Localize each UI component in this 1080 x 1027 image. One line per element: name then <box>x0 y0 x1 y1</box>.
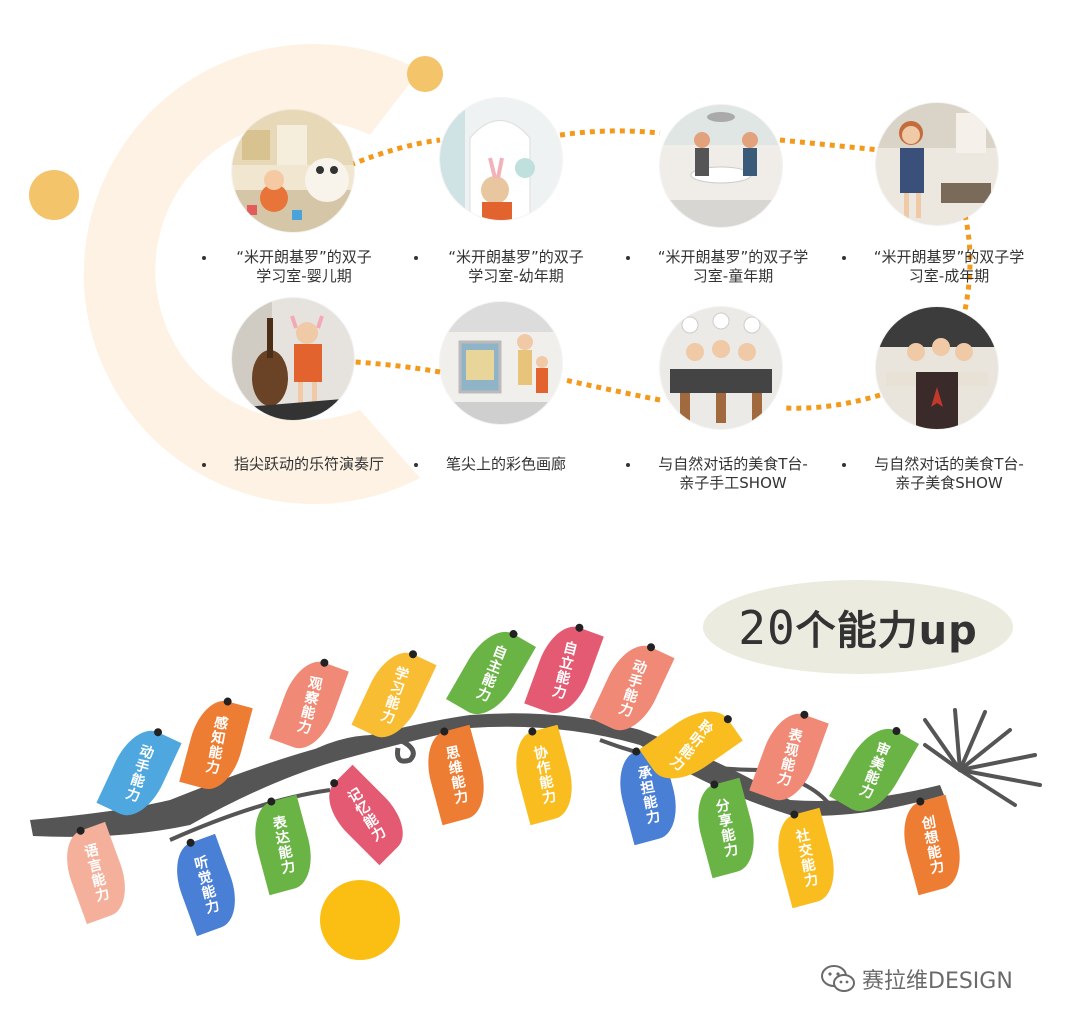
branch-main <box>30 713 944 837</box>
room-caption-baby: “米开朗基罗”的双子 学习室-婴儿期 <box>236 248 372 285</box>
skill-label: 动手能力 <box>122 741 156 805</box>
room-photo-baby <box>232 110 354 232</box>
skill-label: 学习能力 <box>377 663 411 727</box>
skill-label: 表现能力 <box>773 725 805 789</box>
sun-circle <box>320 880 400 960</box>
room-caption-adult: “米开朗基罗”的双子学 习室-成年期 <box>873 248 1025 285</box>
watermark-text: 赛拉维DESIGN <box>862 969 1013 994</box>
decor-circle-left <box>29 170 79 220</box>
caption-bullet <box>202 256 206 260</box>
ability-badge-text: 20个能力up <box>738 598 978 656</box>
ability-badge: 20个能力up <box>703 580 1013 674</box>
skill-label: 自立能力 <box>548 638 580 702</box>
room-photo-music <box>232 298 354 420</box>
room-photo-food <box>876 307 998 429</box>
caption-bullet <box>626 256 630 260</box>
skill-label: 思维能力 <box>442 744 470 806</box>
skill-label: 自主能力 <box>472 642 510 704</box>
skill-label: 表达能力 <box>269 814 297 876</box>
room-caption-food: 与自然对话的美食T台- 亲子美食SHOW <box>874 455 1024 492</box>
skill-label: 语言能力 <box>80 841 112 905</box>
room-photo-gallery <box>440 302 562 424</box>
room-photo-toddler <box>440 98 562 220</box>
room-photo-craft <box>660 307 782 429</box>
room-caption-child: “米开朗基罗”的双子学 习室-童年期 <box>657 248 809 285</box>
skill-label: 分享能力 <box>712 797 740 859</box>
skill-label: 听觉能力 <box>190 853 222 917</box>
skill-label: 创想能力 <box>918 814 946 876</box>
dotted-path <box>349 128 973 411</box>
skill-label: 动手能力 <box>615 656 649 720</box>
cream-arc <box>83 43 420 504</box>
room-caption-toddler: “米开朗基罗”的双子 学习室-幼年期 <box>448 248 584 285</box>
skill-label: 社交能力 <box>792 827 820 889</box>
caption-bullet <box>414 463 418 467</box>
room-caption-gallery: 笔尖上的彩色画廊 <box>445 455 566 473</box>
branch-tip-fronds <box>923 708 1042 807</box>
skill-label: 观察能力 <box>293 673 325 737</box>
caption-bullet <box>414 256 418 260</box>
room-caption-music: 指尖跃动的乐符演奏厅 <box>233 455 384 473</box>
ability-suffix: 个能力up <box>795 608 978 654</box>
wechat-icon <box>821 965 855 992</box>
branch-curl <box>298 735 416 764</box>
skill-label: 感知能力 <box>202 714 230 776</box>
room-caption-craft: 与自然对话的美食T台- 亲子手工SHOW <box>658 455 808 492</box>
decor-circle-top <box>407 56 443 92</box>
caption-bullet <box>842 256 846 260</box>
room-photo-adult <box>876 103 998 225</box>
skill-label: 协作能力 <box>530 744 558 806</box>
caption-bullet <box>626 463 630 467</box>
caption-bullet <box>202 463 206 467</box>
ability-count: 20 <box>738 601 796 655</box>
watermark: 赛拉维DESIGN <box>820 962 1060 996</box>
room-photo-child <box>660 105 782 227</box>
caption-bullet <box>842 463 846 467</box>
skill-label: 审美能力 <box>855 739 893 801</box>
top-decoration <box>29 43 973 504</box>
